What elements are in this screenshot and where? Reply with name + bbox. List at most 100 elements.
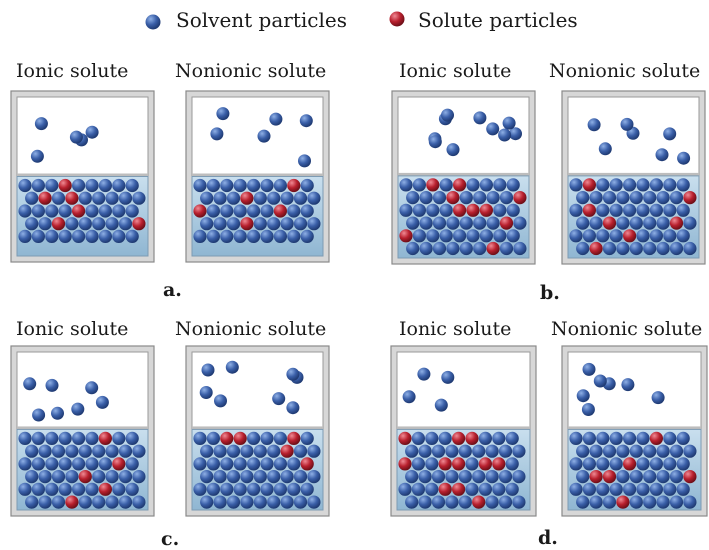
vapor-particle [621,378,635,392]
solvent-particle [280,495,294,509]
solvent-particle [629,191,643,205]
solvent-particle [220,457,234,471]
solute-particle [446,191,460,205]
solvent-particle [125,178,139,193]
solvent-particle [287,204,301,218]
solvent-particle [479,229,493,243]
solvent-particle [112,229,126,243]
solvent-particle [112,204,126,218]
solvent-particle [596,457,610,471]
vapor-particle [473,111,487,125]
vapor-particle [576,389,590,403]
solvent-particle [506,229,520,243]
vapor-particle [655,148,669,162]
solvent-particle [206,457,220,471]
solute-particle [233,431,247,445]
solvent-particle [426,203,440,217]
solvent-particle [293,217,308,231]
solvent-particle [253,470,267,484]
solvent-particle [213,470,227,484]
solvent-particle [267,217,281,231]
panel-b-letter: b. [540,282,560,304]
solvent-particle [569,431,583,445]
surface-divider [17,426,148,431]
solvent-particle [569,203,583,217]
solvent-particle [72,229,86,243]
solvent-particle [45,229,59,243]
solvent-particle [629,241,643,256]
solvent-particle [206,431,220,445]
surface-divider [192,426,323,431]
vapor-particle [502,116,516,130]
solvent-particle [419,191,433,205]
solvent-particle [649,203,664,217]
solvent-particle [58,457,72,471]
solvent-particle [31,204,45,218]
solvent-particle [18,457,32,471]
container-b-ionic [391,90,536,265]
vapor-particle [587,118,601,132]
solvent-particle [663,203,677,217]
solvent-particle [569,178,583,192]
solvent-particle [240,444,254,458]
solvent-particle [78,217,92,231]
solute-particle [478,457,492,471]
solvent-particle [58,229,72,243]
solvent-particle [576,241,590,256]
solvent-particle [493,203,507,217]
solvent-particle [300,229,314,243]
solvent-particle [233,178,247,193]
solvent-particle [307,217,321,231]
solute-particle [132,217,146,231]
solvent-particle [616,241,630,256]
legend-solvent-label: Solvent particles [176,8,347,32]
vapor-particle [428,135,442,149]
panel-c-letter: c. [161,528,180,550]
vapor-particle [651,391,665,405]
solvent-particle [676,229,690,243]
solvent-particle [472,444,486,458]
solvent-particle [132,444,146,458]
solvent-particle [25,495,39,509]
solvent-particle [589,444,603,458]
solvent-particle [65,444,79,458]
solvent-particle [300,431,314,445]
solute-particle [426,178,440,192]
solvent-particle [92,191,106,205]
solvent-particle [18,229,32,243]
solvent-particle [200,191,214,205]
solute-particle [452,431,466,445]
solvent-particle [72,457,86,471]
solvent-particle [280,191,294,205]
vapor-particle [45,378,59,392]
solvent-particle [683,216,697,230]
vapor-particle [663,127,677,141]
solvent-particle [233,229,247,243]
solvent-particle [499,191,514,205]
solvent-particle [513,216,527,230]
surface-divider [568,172,699,177]
solvent-particle [260,482,274,496]
solvent-particle [260,431,274,445]
solvent-particle [683,241,697,256]
solvent-particle [683,495,697,509]
solvent-particle [213,495,227,509]
solvent-particle [663,482,677,496]
solute-particle [65,495,79,509]
solvent-particle [431,470,446,484]
solvent-particle [293,495,308,509]
solvent-particle [253,217,267,231]
solvent-particle [85,229,99,243]
vapor-particle [486,122,500,136]
solvent-particle [193,178,207,193]
solvent-particle [609,203,623,217]
vapor-particle [95,395,109,409]
solute-particle [472,495,486,509]
solvent-particle [105,444,119,458]
solvent-particle [636,482,650,496]
solvent-particle [78,444,92,458]
solvent-particle [273,178,287,193]
solvent-particle [459,216,473,230]
vapor-particle [434,398,448,412]
